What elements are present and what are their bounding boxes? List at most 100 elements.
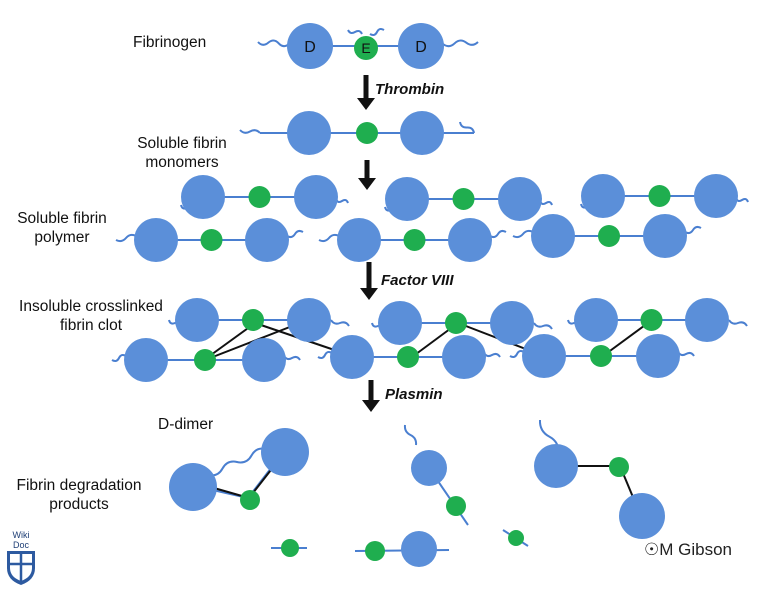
d-domain (385, 177, 429, 221)
fibrin-degradation-products-label: Fibrin degradation products (0, 476, 158, 514)
factor-viii-label: Factor VIII (381, 272, 454, 289)
strand-tail (684, 225, 702, 235)
strand-tail (512, 229, 534, 239)
d-domain (581, 174, 625, 218)
strand-tail (677, 351, 695, 357)
label-line: polymer (34, 229, 90, 246)
d-domain-right-label: D (415, 39, 427, 56)
d-domain (330, 335, 374, 379)
strand-tail (207, 447, 267, 477)
d-domain (643, 214, 687, 258)
label-line: monomers (145, 154, 219, 171)
fibrin-pathway-diagram: D E D (111, 23, 749, 567)
d-domain (574, 298, 618, 342)
strand-tail (283, 355, 301, 361)
strand-tail (317, 350, 333, 360)
label-line: products (49, 496, 109, 513)
e-domain (452, 188, 475, 210)
arrow-head (362, 400, 380, 412)
strand-tail (318, 233, 340, 243)
e-domain (200, 229, 223, 251)
copyright-author: M Gibson (659, 540, 732, 559)
d-dimer-label: D-dimer (158, 416, 214, 433)
strand-tail (533, 322, 553, 330)
strand-tail (330, 319, 350, 327)
strand-tail (347, 29, 363, 35)
e-domain (248, 186, 271, 208)
e-domain (446, 496, 466, 516)
d-domain (411, 450, 447, 486)
d-domain (242, 338, 286, 382)
d-domain (287, 111, 331, 155)
d-domain (400, 111, 444, 155)
d-domain (181, 175, 225, 219)
label-line: Soluble fibrin (137, 135, 227, 152)
strand-tail (403, 424, 418, 446)
d-domain (378, 301, 422, 345)
insoluble-crosslinked-clot-label: Insoluble crosslinked fibrin clot (0, 297, 182, 335)
strand-tail (459, 121, 475, 134)
e-domain-label: E (361, 40, 370, 56)
d-domain-left-label: D (304, 39, 316, 56)
e-domain (445, 312, 467, 334)
d-domain (245, 218, 289, 262)
d-domain (442, 335, 486, 379)
d-domain (175, 298, 219, 342)
e-domain (240, 490, 260, 510)
d-domain (490, 301, 534, 345)
d-domain (287, 298, 331, 342)
e-domain (609, 457, 629, 477)
d-domain (448, 218, 492, 262)
d-domain (694, 174, 738, 218)
label-line: fibrin clot (59, 317, 123, 334)
label-line: Soluble fibrin (17, 210, 107, 227)
strand-tail (369, 27, 385, 37)
e-domain (242, 309, 264, 331)
d-domain (124, 338, 168, 382)
d-domain (522, 334, 566, 378)
strand-tail (442, 39, 479, 48)
arrow-head (360, 288, 378, 300)
strand-tail (239, 129, 261, 134)
copyright-notice: ☉M Gibson (644, 540, 732, 560)
e-domain (598, 225, 620, 247)
d-domain (287, 23, 333, 69)
e-domain (356, 122, 378, 144)
e-domain (354, 36, 378, 60)
domain-text-layer: D E D (304, 39, 427, 56)
strand-tail (728, 319, 748, 327)
d-domain (294, 175, 338, 219)
strand-tail (286, 229, 304, 239)
e-domain (365, 541, 385, 561)
copyright-icon: ☉ (644, 540, 660, 559)
e-domain (640, 309, 663, 331)
d-domain (169, 463, 217, 511)
strand-tail (489, 229, 507, 239)
wikidoc-logo-text: Wiki Doc (12, 530, 30, 550)
d-domain (398, 23, 444, 69)
d-domain (337, 218, 381, 262)
thrombin-label: Thrombin (375, 81, 445, 98)
strand-tail (115, 233, 137, 243)
soluble-fibrin-monomers-label: Soluble fibrin monomers (122, 134, 242, 172)
strand-tail (111, 353, 127, 363)
e-domain (508, 530, 524, 546)
shield-icon (7, 551, 35, 585)
e-domain (403, 229, 426, 251)
arrow-layer (357, 75, 380, 412)
strand-tail (257, 39, 290, 48)
soluble-fibrin-polymer-label: Soluble fibrin polymer (3, 209, 121, 247)
e-domain (281, 539, 299, 557)
d-domain (134, 218, 178, 262)
arrow-head (358, 178, 376, 190)
e-domain (397, 346, 419, 368)
d-domain (619, 493, 665, 539)
strand-tail (483, 352, 501, 358)
label-line: Fibrin degradation (16, 477, 142, 494)
d-domain (685, 298, 729, 342)
d-domain (636, 334, 680, 378)
e-domain (590, 345, 612, 367)
d-domain (534, 444, 578, 488)
plasmin-label: Plasmin (385, 386, 443, 403)
strand-tail (509, 349, 525, 359)
